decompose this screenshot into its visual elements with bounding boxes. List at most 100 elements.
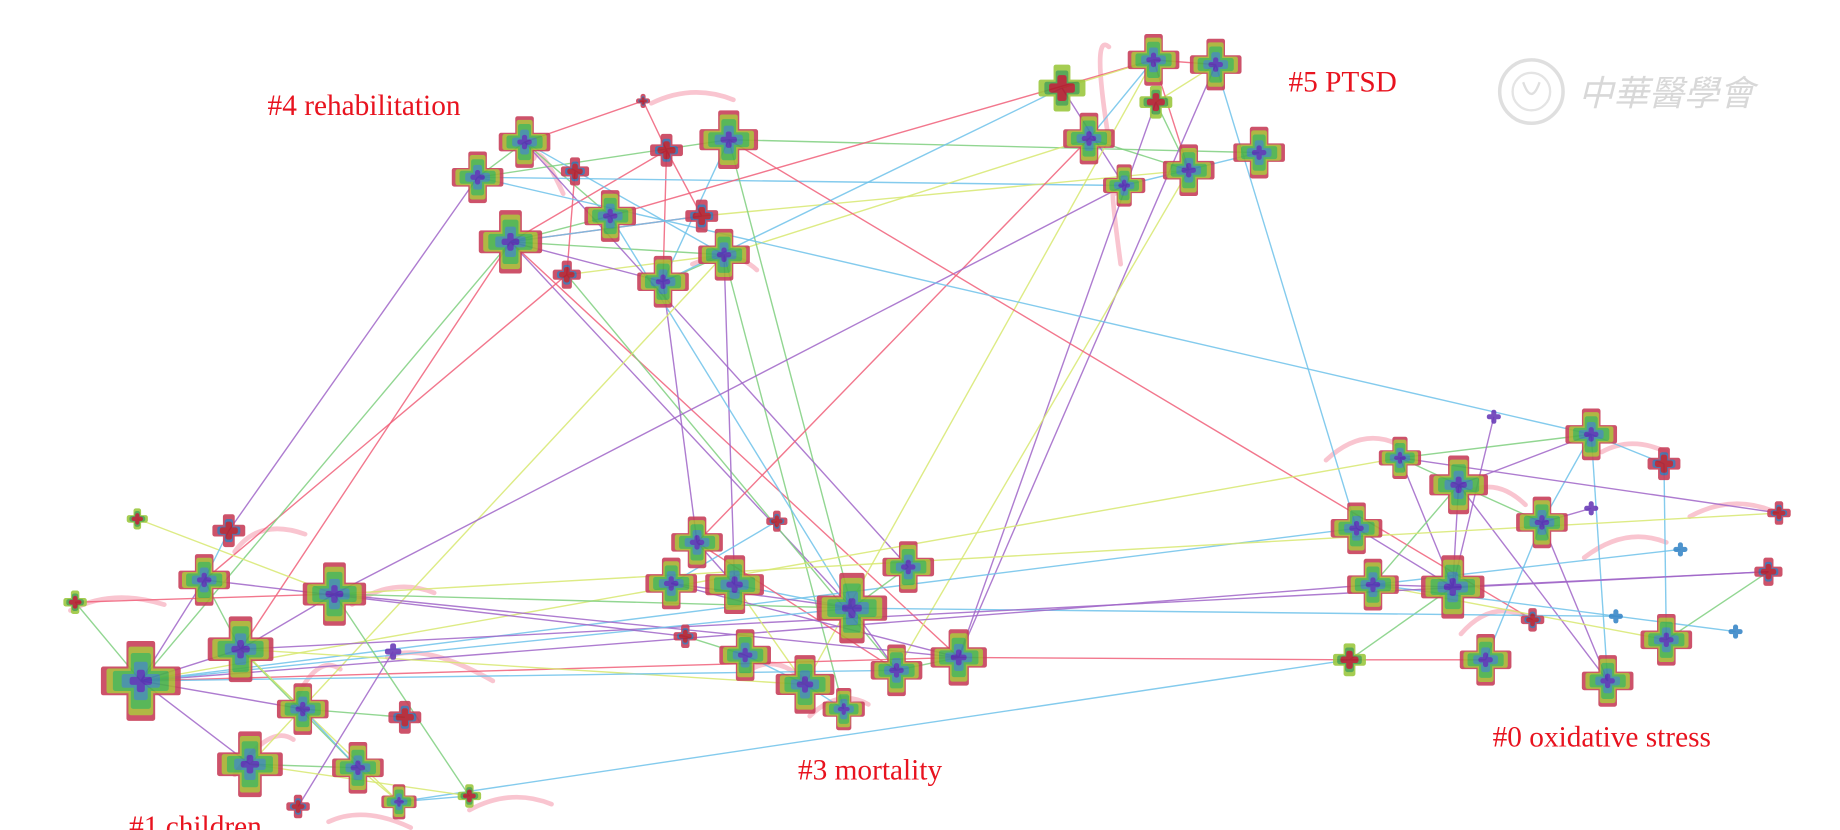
node-cross-icon[interactable] <box>645 557 698 610</box>
node-cross-icon[interactable] <box>1608 609 1623 624</box>
node-cross-icon[interactable] <box>457 784 482 808</box>
node-cross-icon[interactable] <box>685 199 719 233</box>
node-cross-icon[interactable] <box>276 683 329 735</box>
node-cross-icon[interactable] <box>332 741 384 794</box>
node-cross-icon[interactable] <box>822 687 865 731</box>
cluster-label-0[interactable]: #0 oxidative stress <box>1493 722 1711 754</box>
node-cross-icon[interactable] <box>384 643 402 660</box>
node-cross-icon[interactable] <box>882 541 935 593</box>
node-cross-icon[interactable] <box>1063 112 1115 165</box>
node-cross-icon[interactable] <box>1127 34 1180 86</box>
co-citation-link <box>137 518 335 595</box>
node-cross-icon[interactable] <box>1189 38 1242 91</box>
citation-burst-halo <box>1323 435 1399 463</box>
node-cross-icon[interactable] <box>1728 624 1743 639</box>
cluster-label-3[interactable]: #3 mortality <box>798 755 942 787</box>
node-cross-icon[interactable] <box>552 260 581 289</box>
node-cross-icon[interactable] <box>1421 555 1485 619</box>
node-cross-icon[interactable] <box>63 590 87 614</box>
co-citation-link <box>333 593 470 797</box>
node-cross-icon[interactable] <box>126 508 148 530</box>
node-cross-icon[interactable] <box>302 562 367 626</box>
node-cross-icon[interactable] <box>1233 126 1285 179</box>
co-citation-link <box>670 520 778 585</box>
node-cross-icon[interactable] <box>1347 558 1399 611</box>
co-citation-link <box>1541 522 1609 682</box>
node-cross-icon[interactable] <box>705 555 764 614</box>
node-cross-icon[interactable] <box>1486 409 1501 424</box>
node-cross-icon[interactable] <box>1378 436 1422 479</box>
node-cross-icon[interactable] <box>212 514 246 548</box>
citation-burst-halo <box>1687 501 1775 519</box>
node-cross-icon[interactable] <box>1333 643 1366 677</box>
node-cross-icon[interactable] <box>637 255 689 308</box>
node-cross-icon[interactable] <box>207 616 274 683</box>
node-cross-icon[interactable] <box>1330 502 1383 555</box>
node-cross-icon[interactable] <box>636 93 651 109</box>
citation-burst-halo <box>1458 608 1528 637</box>
node-cross-icon[interactable] <box>1647 447 1681 481</box>
cluster-label-4[interactable]: #4 rehabilitation <box>268 90 461 122</box>
node-cross-icon[interactable] <box>1516 496 1568 549</box>
node-cross-icon[interactable] <box>1767 501 1791 525</box>
node-cross-icon[interactable] <box>1581 655 1634 707</box>
co-citation-link <box>734 584 806 685</box>
cluster-label-5[interactable]: #5 PTSD <box>1288 67 1396 99</box>
node-cross-icon[interactable] <box>1640 613 1693 666</box>
cluster-label-1[interactable]: #1 children <box>129 811 262 830</box>
node-cross-icon[interactable] <box>584 190 637 242</box>
node-cross-icon[interactable] <box>1673 542 1688 557</box>
node-cross-icon[interactable] <box>286 794 310 819</box>
node-cross-icon[interactable] <box>217 731 283 798</box>
co-citation-link <box>239 241 512 650</box>
node-cross-icon[interactable] <box>451 151 504 204</box>
node-cross-icon[interactable] <box>698 228 750 281</box>
node-cross-icon[interactable] <box>766 510 788 532</box>
node-cross-icon[interactable] <box>100 640 181 721</box>
citation-burst-halo <box>467 794 554 813</box>
node-cross-icon[interactable] <box>388 700 422 734</box>
co-citation-link <box>334 184 1125 595</box>
node-cross-icon[interactable] <box>381 784 417 820</box>
co-citation-link <box>334 593 959 659</box>
co-citation-link <box>477 176 1125 187</box>
cluster-labels: #4 rehabilitation #5 PTSD #3 mortality #… <box>129 67 1711 830</box>
node-cross-icon[interactable] <box>1139 85 1173 119</box>
node-cross-icon[interactable] <box>560 157 590 186</box>
node-cross-icon[interactable] <box>719 629 771 681</box>
co-citation-link <box>203 274 568 581</box>
citation-burst-halo <box>1581 534 1669 560</box>
co-citation-link <box>524 141 725 256</box>
co-citation-link <box>1484 522 1543 661</box>
co-citation-link <box>140 583 1374 682</box>
node-cross-icon[interactable] <box>650 133 683 167</box>
citation-burst-halo <box>648 90 736 106</box>
node-cross-icon[interactable] <box>930 629 987 686</box>
node-cross-icon[interactable] <box>671 516 723 569</box>
node-cross-icon[interactable] <box>178 554 230 606</box>
node-cross-icon[interactable] <box>673 624 698 649</box>
node-cross-icon[interactable] <box>1103 164 1146 207</box>
node-cross-icon[interactable] <box>699 110 759 170</box>
node-cross-icon[interactable] <box>1429 455 1488 515</box>
node-cross-icon[interactable] <box>1584 501 1599 516</box>
co-citation-link <box>1590 434 1609 681</box>
node-cross-icon[interactable] <box>870 644 923 697</box>
co-citation-link <box>701 169 1189 217</box>
node-cross-icon[interactable] <box>498 116 551 168</box>
co-citation-link <box>1349 586 1454 661</box>
node-cross-icon[interactable] <box>1565 408 1618 461</box>
node-cross-icon[interactable] <box>1459 633 1512 686</box>
co-citation-link <box>1372 484 1460 586</box>
edge-layer <box>74 59 1780 807</box>
node-cross-icon[interactable] <box>1038 64 1086 112</box>
co-citation-link <box>662 281 698 543</box>
node-cross-icon[interactable] <box>816 572 888 644</box>
co-citation-link <box>398 659 1350 803</box>
node-cross-icon[interactable] <box>1520 608 1545 632</box>
node-cross-icon[interactable] <box>1754 557 1783 586</box>
node-cross-icon[interactable] <box>1162 144 1215 197</box>
node-cross-icon[interactable] <box>775 655 835 714</box>
co-citation-link <box>140 669 897 682</box>
node-cross-icon[interactable] <box>478 210 543 274</box>
